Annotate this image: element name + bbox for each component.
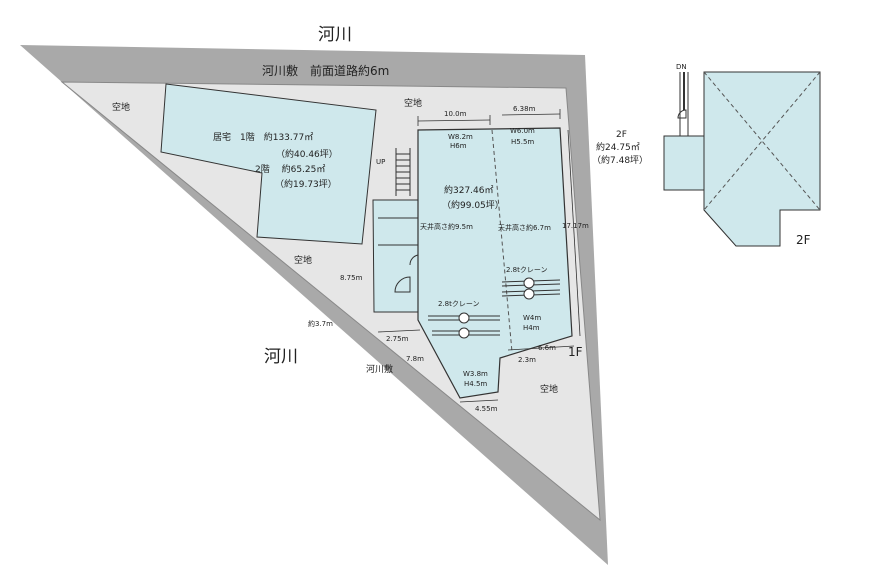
open-land-label-3: 空地	[294, 254, 312, 266]
residence-area-1f: 居宅 1階 約133.77㎡	[213, 131, 313, 143]
river-top-label: 河川	[318, 25, 352, 45]
ceiling-height-a: 天井高さ約9.5m	[420, 222, 473, 231]
stairs-up	[395, 148, 411, 196]
dim-right: 17.17m	[562, 222, 589, 230]
factory-area: 約327.46㎡	[444, 184, 494, 196]
door-d-width: W3.8m	[463, 370, 488, 378]
open-land-label-2: 空地	[404, 97, 422, 109]
dim-top-2: 6.38m	[513, 105, 536, 113]
annex-room	[372, 199, 421, 313]
floor2-building	[703, 71, 821, 247]
door-b-height: H5.5m	[511, 138, 534, 146]
stairs-up-label: UP	[376, 158, 385, 166]
open-land-label: 空地	[112, 101, 130, 113]
stairs-down-label: DN	[676, 63, 687, 71]
dim-bottom-2: 7.8m	[406, 355, 424, 363]
frontage-road-label: 河川敷 前面道路約6m	[262, 63, 389, 78]
residence-tsubo-1f: （約40.46坪）	[276, 148, 338, 160]
dim-top-1: 10.0m	[444, 110, 467, 118]
door-d-height: H4.5m	[464, 380, 487, 388]
floor2-annex	[663, 135, 705, 191]
floor-1f-label: 1F	[568, 345, 583, 359]
door-c-width: W4m	[523, 314, 541, 322]
dim-bottom-5: 2.3m	[518, 356, 536, 364]
door-swing-icon-3	[677, 109, 687, 119]
floor2-area: 約24.75㎡	[596, 141, 640, 153]
dimension-lines	[377, 109, 581, 403]
dim-bottom-1: 2.75m	[386, 335, 409, 343]
floor2-cross	[703, 71, 821, 211]
door-b-width: W6.0m	[510, 127, 535, 135]
riverbed-label: 河川敷	[366, 363, 393, 375]
floor2-title: 2F	[616, 130, 627, 140]
dim-bottom-3: 4.55m	[475, 405, 498, 413]
dim-road: 約3.7m	[308, 319, 333, 328]
residence-tsubo-2f: （約19.73坪）	[275, 178, 337, 190]
door-c-height: H4m	[523, 324, 540, 332]
door-a-width: W8.2m	[448, 133, 473, 141]
door-swing-icon	[394, 276, 411, 293]
factory-tsubo: （約99.05坪）	[442, 199, 504, 211]
crane-hook-icon-4	[458, 327, 470, 339]
crane-hook-icon	[523, 277, 535, 289]
crane-label: 2.8tクレーン	[506, 266, 548, 274]
crane-label-2: 2.8tクレーン	[438, 300, 480, 308]
river-left-label: 河川	[264, 347, 298, 367]
floor2-cross-2	[703, 71, 821, 211]
crane-hook-icon-2	[523, 288, 535, 300]
ceiling-height-b: 天井高さ約6.7m	[498, 223, 551, 232]
door-swing-icon-2	[409, 254, 419, 266]
floor2-label: 2F	[796, 233, 811, 247]
dim-bottom-4: 6.6m	[538, 344, 556, 352]
residence-building	[160, 83, 377, 245]
floor2-tsubo: （約7.48坪）	[592, 154, 648, 166]
crane-hook-icon-3	[458, 312, 470, 324]
factory-divider	[491, 129, 513, 353]
door-a-height: H6m	[450, 142, 467, 150]
residence-area-2f: 2階 約65.25㎡	[255, 163, 325, 175]
open-land-label-4: 空地	[540, 383, 558, 395]
dim-left: 8.75m	[340, 274, 363, 282]
